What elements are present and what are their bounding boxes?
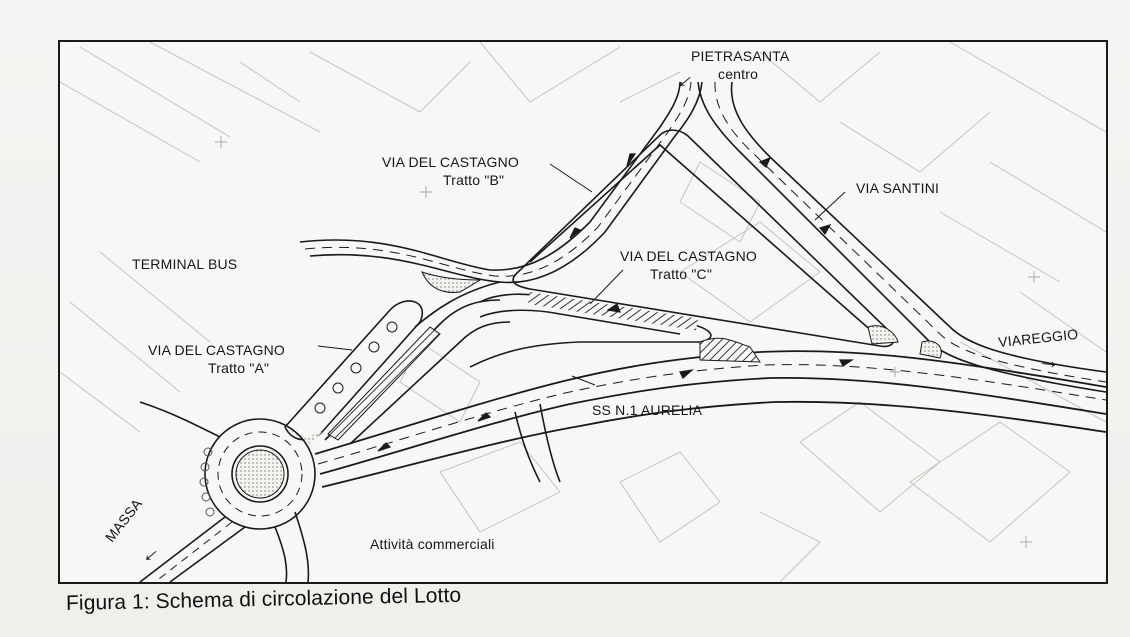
roundabout-bollards (199, 447, 215, 517)
road-via-santini (697, 81, 1106, 393)
label-via-castagno-a: VIA DEL CASTAGNO (148, 342, 286, 358)
side-road-south (514, 403, 561, 483)
flow-arrows (377, 153, 854, 452)
label-terminal-bus: TERMINAL BUS (132, 256, 238, 272)
road-to-massa (139, 401, 310, 582)
label-leaders (317, 163, 846, 386)
label-tratto-b: Tratto "B" (443, 172, 505, 188)
label-via-castagno-c: VIA DEL CASTAGNO (620, 248, 758, 264)
label-pietrasanta: PIETRASANTA (691, 48, 790, 64)
label-tratto-c: Tratto "C" (650, 266, 712, 282)
island-trees (314, 321, 398, 414)
label-via-santini: VIA SANTINI (856, 180, 940, 196)
background-parcels (60, 42, 1106, 582)
label-pietrasanta-centro: centro (718, 66, 759, 82)
road-via-castagno-a (284, 299, 511, 445)
map-frame: PIETRASANTA centro ← VIA DEL CASTAGNO Tr… (58, 40, 1108, 584)
survey-marks (215, 136, 1040, 548)
road-via-castagno-c (469, 293, 712, 368)
arrow-to-viareggio-icon: → (1036, 346, 1062, 375)
roundabout (204, 418, 316, 530)
label-tratto-a: Tratto "A" (208, 360, 270, 376)
circulation-map (60, 42, 1106, 582)
label-via-castagno-b: VIA DEL CASTAGNO (382, 154, 520, 170)
label-attivita-commerciali: Attività commerciali (370, 536, 495, 552)
figure-caption: Figura 1: Schema di circolazione del Lot… (65, 583, 462, 615)
label-ss1-aurelia: SS N.1 AURELIA (592, 402, 703, 418)
road-via-castagno-b (299, 81, 703, 328)
road-ss1-aurelia (314, 350, 1106, 488)
